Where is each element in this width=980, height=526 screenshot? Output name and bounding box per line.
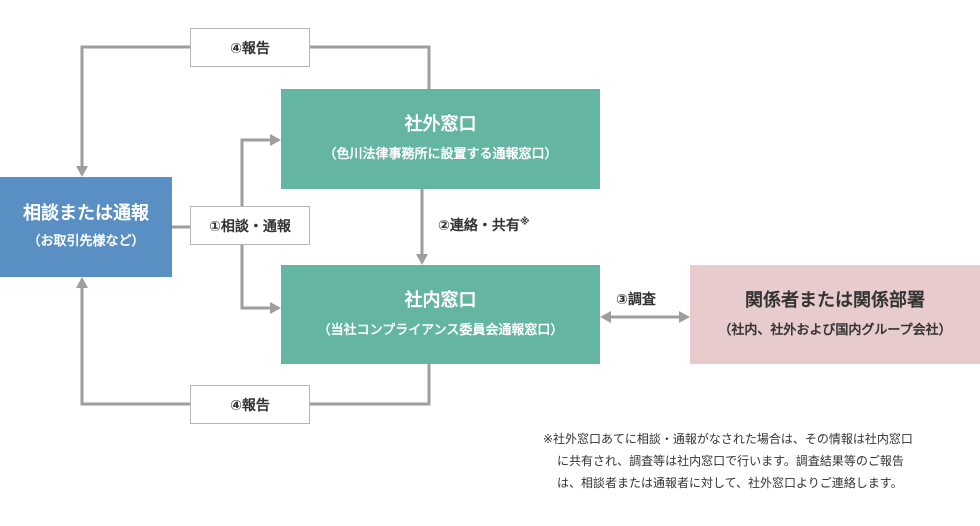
reporter-subtitle: （お取引先様など） (27, 234, 145, 249)
reporter-title: 相談または通報 (23, 203, 149, 224)
investigate-label: ③調査 (616, 292, 656, 308)
arrowhead-to-external (270, 134, 281, 146)
consult-label: ①相談・通報 (190, 206, 310, 245)
share-label: ②連絡・共有※ (438, 215, 530, 235)
share-note-mark: ※ (519, 216, 530, 228)
footnote: ※社外窓口あてに相談・通報がなされた場合は、その情報は社内窓口 に共有され、調査… (543, 428, 980, 494)
arrowhead-to-reporter-top (76, 166, 88, 177)
consult-to-internal-line (240, 227, 272, 310)
related-parties-subtitle: （社内、社外および国内グループ会社） (718, 322, 952, 338)
share-text: ②連絡・共有 (438, 218, 520, 234)
arrowhead-share (416, 254, 428, 265)
external-window-title: 社外窓口 (404, 114, 477, 135)
consult-to-external-line (240, 138, 272, 227)
footnote-line-2: に共有され、調査等は社内窓口で行います。調査結果等のご報告 (557, 454, 904, 468)
arrowhead-investigate-right (679, 311, 690, 323)
internal-window-title: 社内窓口 (404, 289, 477, 311)
arrowhead-to-internal (270, 302, 281, 314)
report-bottom-label: ④報告 (190, 385, 310, 424)
internal-window-box: 社内窓口 （当社コンプライアンス委員会通報窓口） (281, 265, 600, 364)
internal-window-subtitle: （当社コンプライアンス委員会通報窓口） (317, 322, 564, 338)
arrowhead-to-reporter-bottom (76, 277, 88, 288)
external-window-box: 社外窓口 （色川法律事務所に設置する通報窓口） (281, 89, 600, 189)
footnote-line-1: ※社外窓口あてに相談・通報がなされた場合は、その情報は社内窓口 (543, 432, 913, 446)
report-top-label: ④報告 (190, 28, 310, 67)
external-window-subtitle: （色川法律事務所に設置する通報窓口） (323, 147, 558, 162)
related-parties-box: 関係者または関係部署 （社内、社外および国内グループ会社） (690, 265, 980, 364)
related-parties-title: 関係者または関係部署 (745, 289, 925, 311)
footnote-line-3: は、相談者または通報者に対して、社外窓口よりご連絡します。 (557, 476, 903, 490)
reporter-box: 相談または通報 （お取引先様など） (0, 177, 172, 277)
arrowhead-investigate-left (600, 311, 611, 323)
